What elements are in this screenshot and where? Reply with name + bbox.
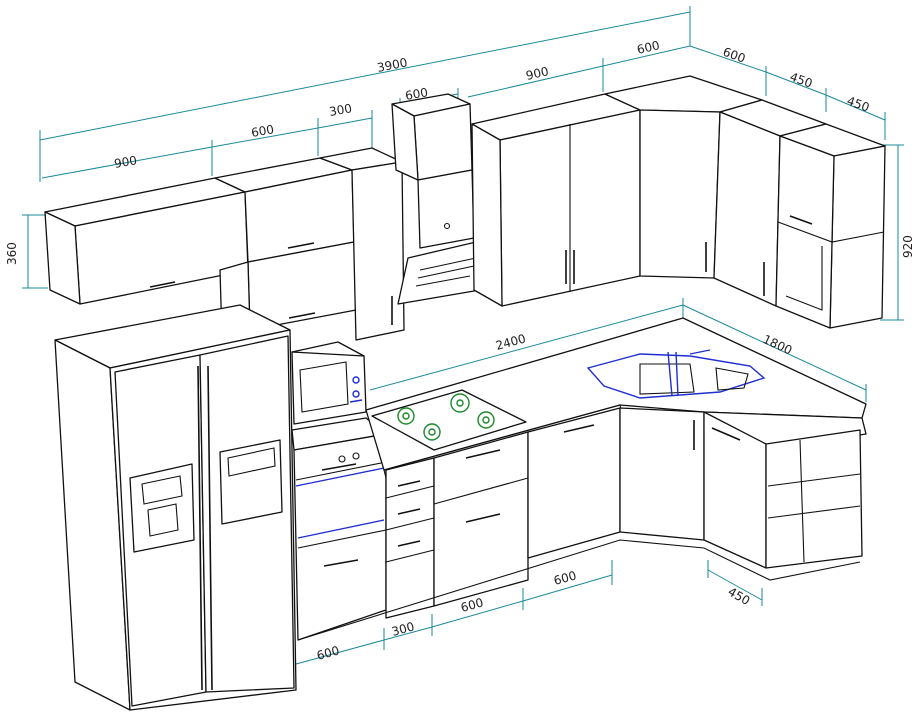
dim-upper-900: 900 bbox=[113, 153, 138, 171]
dim-height-360: 360 bbox=[5, 242, 19, 265]
dim-3900: 3900 bbox=[376, 55, 409, 75]
upper-cabinets-right bbox=[471, 75, 886, 329]
dim-base-depth-450: 450 bbox=[726, 584, 753, 608]
dim-base-right-600: 600 bbox=[552, 568, 578, 587]
dim-upper-300: 300 bbox=[328, 101, 353, 119]
dim-countertop-1800: 1800 bbox=[761, 332, 795, 358]
dim-upper-right-900: 900 bbox=[525, 64, 550, 83]
base-cabinets bbox=[297, 407, 863, 641]
gas-hob bbox=[371, 389, 527, 451]
dim-upper-corner-600b: 600 bbox=[721, 45, 747, 66]
dim-upper-side-450b: 450 bbox=[845, 94, 871, 115]
dimension-lines bbox=[22, 6, 904, 675]
dim-base-mid-600: 600 bbox=[459, 595, 485, 614]
upper-cabinets-left bbox=[44, 147, 405, 341]
dim-base-drawers-300: 300 bbox=[390, 619, 416, 638]
refrigerator bbox=[54, 304, 297, 711]
oven-column bbox=[291, 417, 387, 641]
dim-upper-corner-600a: 600 bbox=[636, 38, 661, 57]
dim-upper-600: 600 bbox=[250, 122, 275, 140]
dim-base-oven-600: 600 bbox=[315, 643, 341, 662]
microwave bbox=[291, 341, 367, 425]
dim-height-920: 920 bbox=[901, 235, 915, 258]
dim-countertop-2400: 2400 bbox=[494, 331, 527, 352]
corner-sink bbox=[586, 349, 766, 399]
dim-upper-side-450a: 450 bbox=[788, 70, 814, 91]
